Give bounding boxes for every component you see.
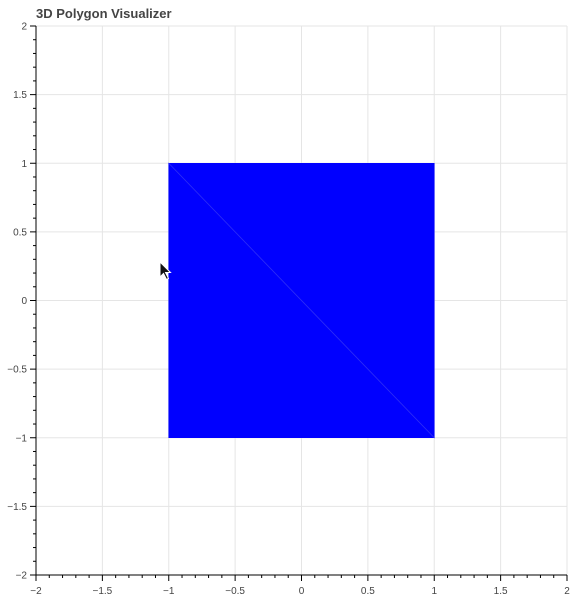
- polygon-diagonal-edge: [168, 162, 435, 439]
- y-tick-label: 1.5: [13, 90, 27, 101]
- y-tick-label: −1: [16, 433, 28, 444]
- y-tick-label: 2: [21, 22, 27, 33]
- x-tick-label: −1: [163, 586, 175, 597]
- mouse-cursor-icon: [159, 260, 172, 281]
- polygon-group: [168, 162, 435, 439]
- y-tick-label: 0.5: [13, 227, 27, 238]
- x-tick-label: −1.5: [93, 586, 113, 597]
- y-tick-label: −0.5: [7, 365, 27, 376]
- x-tick-label: 2: [564, 586, 570, 597]
- y-tick-label: −2: [16, 571, 28, 582]
- x-axis-ticks: −2 −1.5 −1 −0.5 0 0.5 1 1.5 2: [30, 575, 570, 597]
- chart-title: 3D Polygon Visualizer: [36, 6, 172, 21]
- x-tick-label: 0: [299, 586, 305, 597]
- y-axis-ticks: −2 −1.5 −1 −0.5 0 0.5 1 1.5 2: [7, 22, 36, 582]
- x-tick-label: −2: [30, 586, 42, 597]
- y-tick-label: 1: [21, 159, 27, 170]
- x-tick-label: 1: [431, 586, 437, 597]
- x-tick-label: −0.5: [225, 586, 245, 597]
- y-tick-label: 0: [21, 296, 27, 307]
- y-tick-label: −1.5: [7, 502, 27, 513]
- x-tick-label: 0.5: [361, 586, 375, 597]
- x-tick-label: 1.5: [494, 586, 508, 597]
